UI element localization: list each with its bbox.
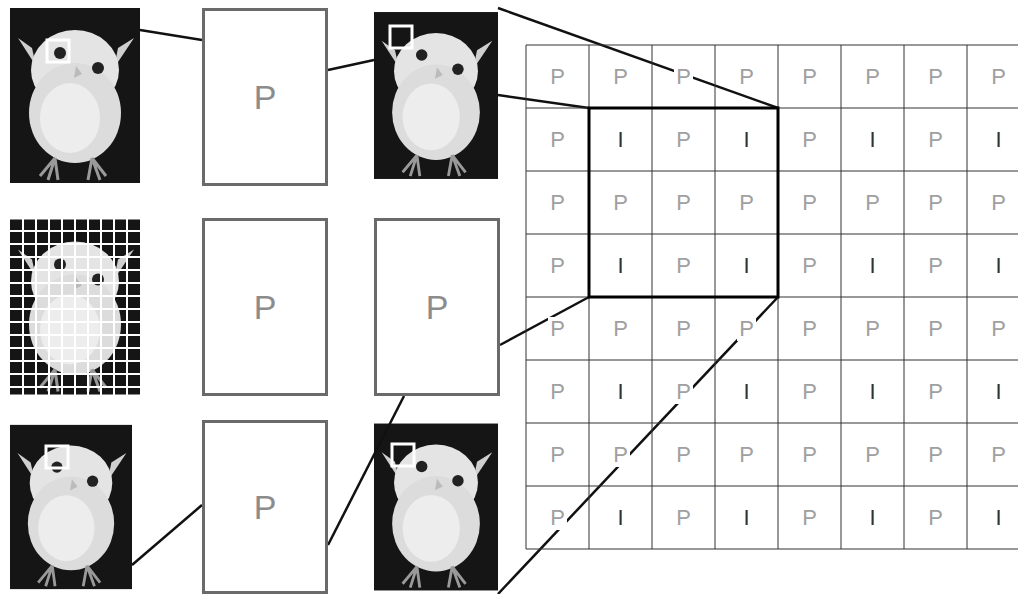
block-type-cell: P [800, 65, 819, 89]
block-type-cell: P [674, 506, 693, 530]
block-type-cell: P [548, 506, 567, 530]
block-type-cell: P [800, 443, 819, 467]
block-type-cell: P [548, 380, 567, 404]
owl-photo-grid [10, 218, 140, 396]
block-type-cell: P [548, 254, 567, 278]
block-type-cell: P [800, 128, 819, 152]
selection-rect [589, 108, 778, 297]
block-type-cell: P [674, 65, 693, 89]
block-type-cell: P [989, 191, 1008, 215]
frame-label: P [254, 288, 277, 327]
block-type-cell: P [800, 317, 819, 341]
block-type-cell: I [741, 380, 751, 404]
block-type-cell: P [926, 317, 945, 341]
block-type-cell: P [800, 191, 819, 215]
block-type-cell: I [867, 128, 877, 152]
block-type-cell: P [548, 443, 567, 467]
frame-label: P [254, 78, 277, 117]
block-type-cell: I [615, 506, 625, 530]
owl-photo [10, 8, 140, 183]
frame-label: P [254, 488, 277, 527]
block-grid [526, 45, 1018, 549]
block-type-cell: P [926, 443, 945, 467]
block-type-cell: I [741, 128, 751, 152]
frame-label: P [426, 288, 449, 327]
block-type-cell: P [611, 65, 630, 89]
block-type-cell: P [548, 191, 567, 215]
block-type-cell: I [615, 380, 625, 404]
block-type-cell: P [674, 380, 693, 404]
leader-lines [132, 8, 778, 594]
block-type-cell: P [800, 506, 819, 530]
block-type-cell: P [548, 65, 567, 89]
block-type-cell: P [926, 506, 945, 530]
block-type-cell: P [737, 443, 756, 467]
block-type-cell: I [867, 506, 877, 530]
block-type-cell: I [867, 380, 877, 404]
block-type-cell: I [867, 254, 877, 278]
block-type-cell: I [993, 254, 1003, 278]
block-type-cell: I [993, 128, 1003, 152]
block-type-cell: P [611, 317, 630, 341]
block-type-cell: P [926, 128, 945, 152]
block-type-cell: I [615, 254, 625, 278]
block-type-cell: P [989, 443, 1008, 467]
block-type-cell: P [926, 65, 945, 89]
block-type-cell: P [611, 191, 630, 215]
block-type-cell: P [926, 254, 945, 278]
block-type-cell: I [741, 506, 751, 530]
block-type-cell: P [800, 254, 819, 278]
block-type-cell: P [548, 317, 567, 341]
block-type-cell: P [989, 317, 1008, 341]
block-type-cell: P [863, 191, 882, 215]
block-type-cell: P [863, 317, 882, 341]
block-type-cell: P [863, 65, 882, 89]
block-type-cell: P [926, 380, 945, 404]
owl-photo [374, 424, 498, 591]
block-type-cell: I [741, 254, 751, 278]
block-type-cell: P [800, 380, 819, 404]
block-type-cell: P [989, 65, 1008, 89]
block-type-cell: P [926, 191, 945, 215]
block-type-cell: P [737, 317, 756, 341]
block-type-cell: P [548, 128, 567, 152]
block-type-cell: P [737, 65, 756, 89]
block-type-cell: P [674, 191, 693, 215]
block-type-cell: P [674, 254, 693, 278]
frame-box: P [202, 218, 328, 396]
owl-photo [374, 12, 498, 179]
block-type-cell: P [737, 191, 756, 215]
connector-line [328, 396, 404, 545]
block-type-cell: I [993, 506, 1003, 530]
block-type-cell: P [674, 317, 693, 341]
block-type-cell: P [611, 443, 630, 467]
block-type-cell: I [615, 128, 625, 152]
owl-photo [10, 425, 132, 589]
frame-box: P [202, 8, 328, 186]
block-type-cell: I [993, 380, 1003, 404]
block-type-cell: P [674, 443, 693, 467]
frame-box: P [374, 218, 500, 396]
block-type-cell: P [863, 443, 882, 467]
block-type-cell: P [674, 128, 693, 152]
frame-box: P [202, 420, 328, 594]
